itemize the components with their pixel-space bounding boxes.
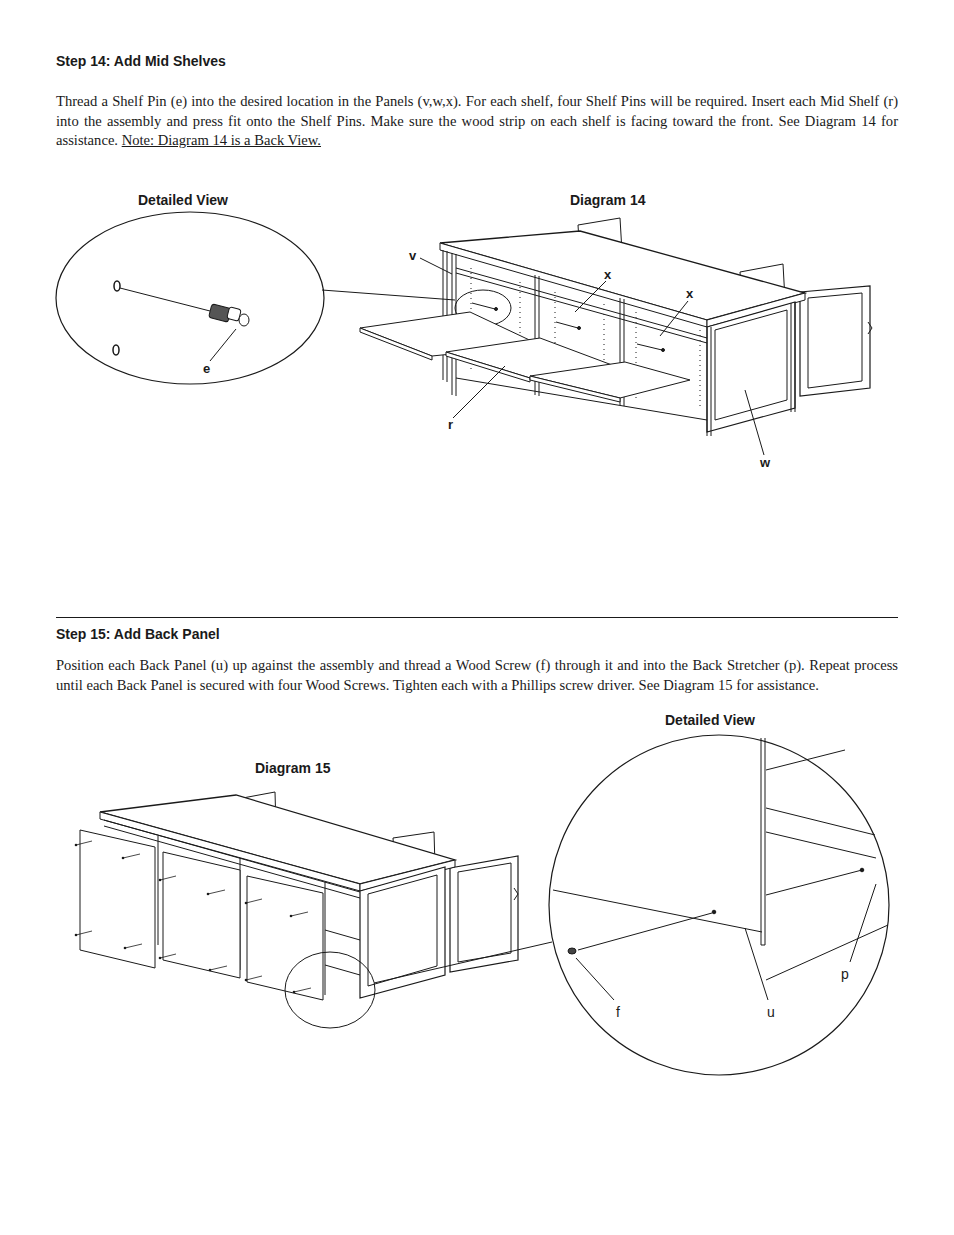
divider-rule — [56, 617, 898, 618]
view-title: Detailed View — [138, 192, 228, 208]
part-letter: v — [409, 248, 416, 263]
diagram-title-box: Diagram 14 — [570, 192, 645, 208]
step-heading-box: Step 14: Add Mid Shelves — [56, 53, 226, 69]
step-heading-box: Step 15: Add Back Panel — [56, 626, 220, 642]
part-letter: r — [448, 417, 453, 432]
view-title-box: Detailed View — [665, 712, 755, 728]
diagram-title-box: Diagram 15 — [255, 760, 330, 776]
diagram-15-drawing — [75, 735, 889, 1075]
view-title-box: Detailed View — [138, 192, 228, 208]
instruction-text-box: Position each Back Panel (u) up against … — [56, 656, 898, 695]
part-letter-box: f — [616, 1004, 620, 1020]
part-letter-box: p — [841, 966, 849, 982]
instruction-text: Position each Back Panel (u) up against … — [56, 657, 898, 693]
part-letter: x — [604, 267, 611, 282]
part-letter-box: u — [767, 1004, 775, 1020]
part-letter: w — [760, 455, 770, 470]
step-heading: Step 15: Add Back Panel — [56, 626, 220, 642]
part-letter-box: e — [203, 361, 210, 376]
diagram-title: Diagram 14 — [570, 192, 645, 208]
part-letter-box: x — [604, 267, 611, 282]
diagram-title: Diagram 15 — [255, 760, 330, 776]
part-letter: e — [203, 361, 210, 376]
view-title: Detailed View — [665, 712, 755, 728]
part-letter: x — [686, 286, 693, 301]
note-text: Note: Diagram 14 is a Back View. — [122, 132, 321, 148]
part-letter-box: w — [760, 455, 770, 470]
part-letter-box: r — [448, 417, 453, 432]
diagram-14-drawing — [56, 212, 872, 455]
step-heading: Step 14: Add Mid Shelves — [56, 53, 226, 69]
part-letter: f — [616, 1004, 620, 1020]
part-letter-box: x — [686, 286, 693, 301]
instruction-text-box: Thread a Shelf Pin (e) into the desired … — [56, 92, 898, 151]
part-letter-box: v — [409, 248, 416, 263]
part-letter: u — [767, 1004, 775, 1020]
part-letter: p — [841, 966, 849, 982]
